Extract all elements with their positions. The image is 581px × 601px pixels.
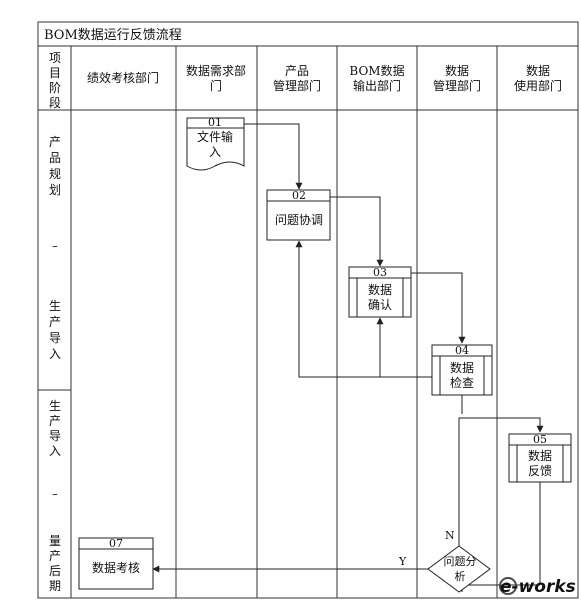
connector-04-02	[295, 240, 432, 378]
swimlane-grid	[37, 21, 579, 599]
node-06-label-line-2: 析	[455, 569, 466, 583]
column-header-6-line-1: 数据	[526, 63, 550, 78]
node-01-label-line-2: 入	[209, 145, 221, 159]
column-header-4-line-1: BOM数据	[349, 63, 404, 78]
column-header-2-line-2: 门	[210, 78, 222, 93]
stage-1-char-8: 导	[49, 331, 61, 345]
stage-1-char-5: –	[52, 239, 58, 253]
column-header-3-line-2: 管理部门	[273, 78, 321, 93]
stage-2-char-6: 量	[49, 534, 61, 548]
outer-frame	[37, 21, 579, 599]
watermark-text: e-works	[500, 577, 576, 597]
node-02-issue-coordination: 02 问题协调	[266, 189, 331, 241]
node-05-id: 05	[533, 433, 547, 446]
node-03-label-line-1: 数据	[368, 282, 392, 297]
node-06-label-line-1: 问题分	[444, 555, 477, 568]
stage-1-char-6: 生	[49, 299, 61, 313]
stage-header-char-1: 项	[49, 51, 61, 65]
stage-1-char-1: 产	[49, 135, 61, 149]
node-01-label-line-1: 文件输	[197, 129, 233, 144]
connector-02-03	[330, 196, 384, 267]
node-07-id: 07	[109, 537, 123, 550]
node-03-label-line-2: 确认	[368, 298, 392, 312]
stage-2-char-1: 生	[49, 399, 61, 413]
node-05-label-line-2: 反馈	[528, 464, 552, 478]
node-05-label-line-1: 数据	[528, 448, 552, 463]
stage-header-char-2: 目	[49, 66, 61, 80]
column-header-5-line-1: 数据	[445, 63, 469, 78]
node-07-data-assessment: 07 数据考核	[78, 537, 154, 590]
node-07-label: 数据考核	[92, 560, 140, 575]
node-03-data-confirm: 03 数据 确认	[348, 266, 412, 318]
node-03-id: 03	[373, 266, 387, 279]
node-04-label-line-1: 数据	[450, 360, 474, 375]
column-header-3-line-1: 产品	[285, 64, 309, 78]
node-04-data-check: 04 数据 检查	[431, 344, 493, 396]
stage-header-char-4: 段	[49, 95, 61, 110]
stage-header-char-3: 阶	[49, 81, 61, 95]
node-02-label: 问题协调	[275, 212, 323, 227]
node-04-id: 04	[455, 344, 469, 357]
stage-2-char-2: 产	[49, 414, 61, 428]
stage-2-char-4: 入	[49, 444, 61, 458]
stage-2-char-7: 产	[49, 549, 61, 563]
stage-2-char-9: 期	[49, 579, 61, 593]
connector-06-05	[458, 417, 544, 546]
column-header-1-line-1: 绩效考核部门	[87, 70, 159, 85]
node-06-issue-analysis: 问题分 析	[427, 545, 491, 593]
stage-1-char-7: 产	[49, 315, 61, 329]
column-header-6-line-2: 使用部门	[514, 78, 562, 93]
node-02-id: 02	[292, 189, 306, 202]
stage-1-char-3: 规	[49, 166, 61, 181]
connector-01-02	[244, 123, 303, 190]
decision-yes-label: Y	[398, 555, 407, 568]
stage-2-char-5: –	[52, 487, 58, 501]
watermark-logo: e-works	[499, 577, 576, 597]
node-01-file-input: 01 文件输 入	[186, 116, 245, 171]
stage-2-char-8: 后	[49, 564, 61, 578]
column-headers: 绩效考核部门数据需求部门产品管理部门BOM数据输出部门数据管理部门数据使用部门	[87, 63, 562, 93]
diagram-title: BOM数据运行反馈流程	[44, 28, 182, 43]
column-header-4-line-2: 输出部门	[353, 78, 401, 93]
stage-1-char-2: 品	[49, 151, 61, 165]
stage-2-char-3: 导	[49, 429, 61, 443]
stage-1-char-4: 划	[49, 183, 61, 197]
watermark-circle-icon	[499, 577, 517, 595]
connectors	[152, 123, 544, 592]
node-05-data-feedback: 05 数据 反馈	[508, 433, 572, 483]
column-header-2-line-1: 数据需求部	[186, 63, 246, 78]
node-04-label-line-2: 检查	[450, 375, 474, 390]
decision-no-label: N	[445, 529, 455, 542]
stage-1-char-9: 入	[49, 347, 61, 361]
connector-03-04	[411, 272, 466, 344]
node-01-id: 01	[208, 116, 222, 129]
column-header-5-line-2: 管理部门	[433, 78, 481, 93]
